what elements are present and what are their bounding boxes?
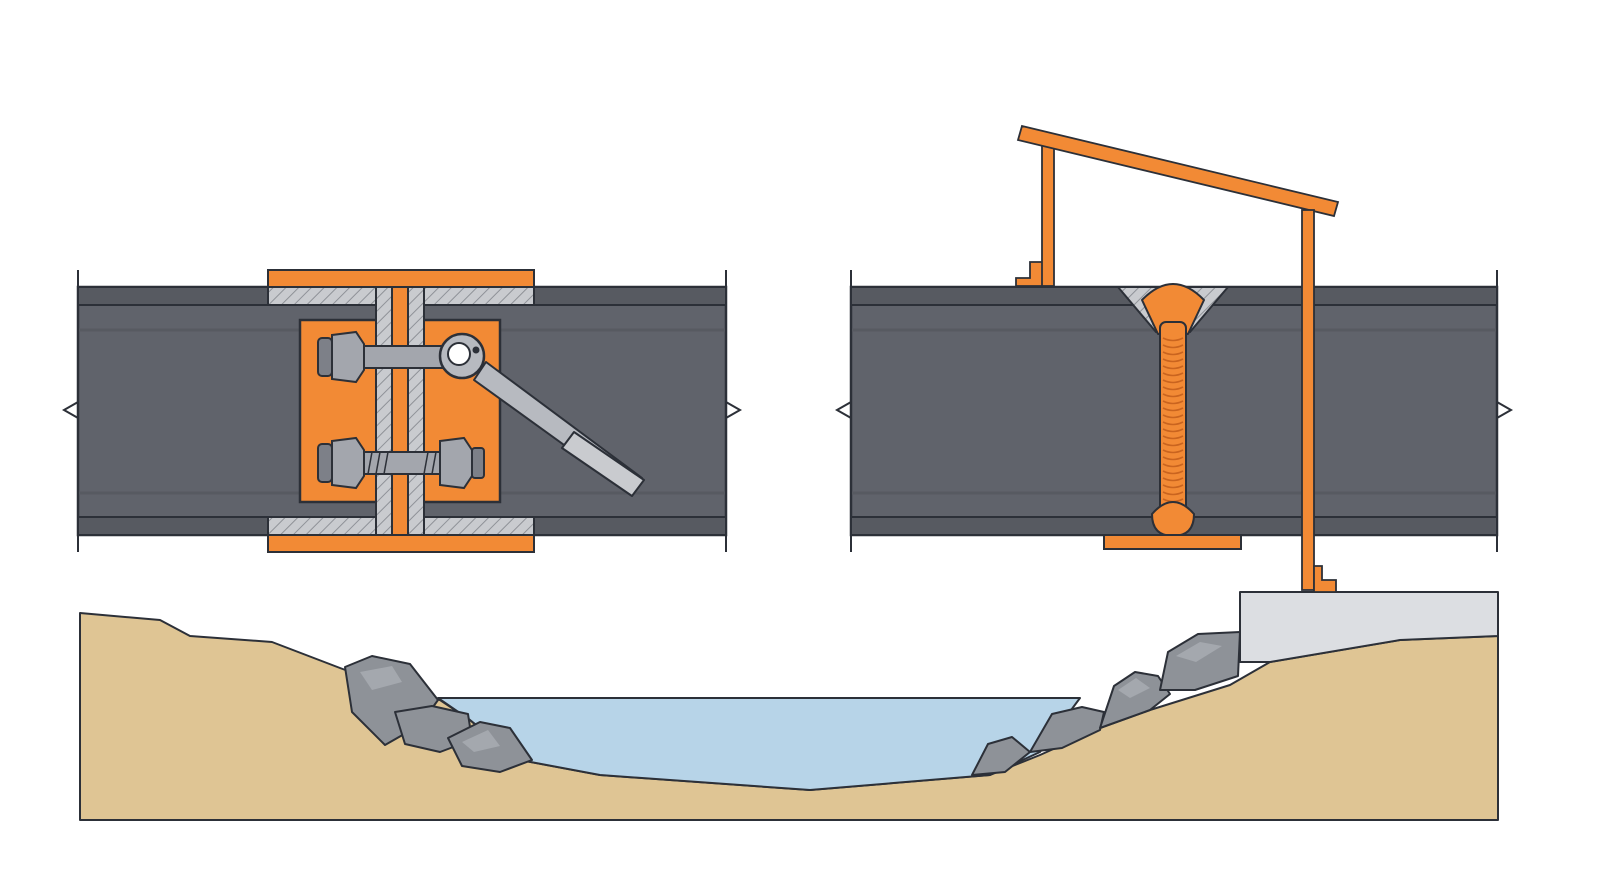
weld-ripple-line [1162, 351, 1184, 356]
rock [1099, 671, 1171, 729]
weld-ripple-line [1162, 442, 1184, 447]
bottom-splice-plate [267, 534, 535, 553]
backing-bar [1103, 534, 1242, 550]
weld-ripple-line [1162, 393, 1184, 398]
rock-highlight [1176, 642, 1222, 662]
rock-highlight [462, 730, 500, 752]
weld-ripple-line [1162, 379, 1184, 384]
bolt-washer [471, 447, 485, 479]
terrain [79, 591, 1499, 821]
weld-ripple-line [1162, 400, 1184, 405]
splice-joint-core [391, 286, 409, 536]
weld-ripple-line [1162, 463, 1184, 468]
weld-ripple-line [1162, 421, 1184, 426]
frame-left-foot [1015, 261, 1045, 287]
lower-bolt [317, 436, 485, 490]
beam-break-line-left [61, 270, 79, 552]
wrench-grip [561, 431, 645, 497]
weld-ripple-line [1162, 491, 1184, 496]
weld-ripple-line [1162, 484, 1184, 489]
rock [1029, 706, 1105, 753]
left-bank-rocks [344, 655, 533, 773]
weld-ripple-line [1162, 414, 1184, 419]
hex-nut-icon [439, 436, 473, 490]
top-splice-plate [267, 269, 535, 288]
rock-highlight [360, 666, 402, 690]
frame-right-post [1301, 209, 1315, 591]
concrete-abutment [1239, 591, 1499, 663]
weld-root [1150, 501, 1196, 538]
welded-splice-beam [834, 124, 1514, 593]
beam-break-line-left [834, 270, 852, 552]
beam-break-line-right [1496, 270, 1514, 552]
weld-ripple-line [1162, 337, 1184, 342]
frame-left-post [1041, 144, 1055, 287]
weld-ripple-line [1162, 372, 1184, 377]
hex-bolt-icon [331, 330, 365, 384]
wrench-pawl [472, 346, 480, 354]
right-bank-rocks [971, 631, 1241, 776]
weld-ripple-line [1162, 477, 1184, 482]
ratchet-wrench-icon [438, 332, 645, 497]
weld-ripple-line [1162, 456, 1184, 461]
welding-frame-icon [1015, 124, 1340, 593]
wrench-socket [447, 342, 471, 366]
weld-ripple-line [1162, 344, 1184, 349]
weld-ripple-line [1162, 407, 1184, 412]
weld-ripple-line [1162, 386, 1184, 391]
weld-ripple-line [1162, 365, 1184, 370]
bolt-threads [367, 451, 437, 475]
weld-cap [1141, 283, 1205, 335]
frame-top-rail [1016, 124, 1340, 218]
frame-right-foot [1313, 565, 1337, 593]
weld-ripple-line [1162, 358, 1184, 363]
weld-ripple-line [1162, 449, 1184, 454]
weld-ripple-line [1162, 428, 1184, 433]
rock [971, 736, 1031, 776]
weld-ripples [1162, 337, 1184, 503]
hex-bolt-icon [331, 436, 365, 490]
beam-break-line-right [725, 270, 743, 552]
rock [1159, 631, 1241, 691]
bolted-splice-beam [61, 269, 743, 553]
bolt-washer [317, 337, 333, 377]
weld-ripple-line [1162, 435, 1184, 440]
rock-highlight [1118, 678, 1150, 698]
weld-ripple-line [1162, 470, 1184, 475]
bolt-washer [317, 443, 333, 483]
